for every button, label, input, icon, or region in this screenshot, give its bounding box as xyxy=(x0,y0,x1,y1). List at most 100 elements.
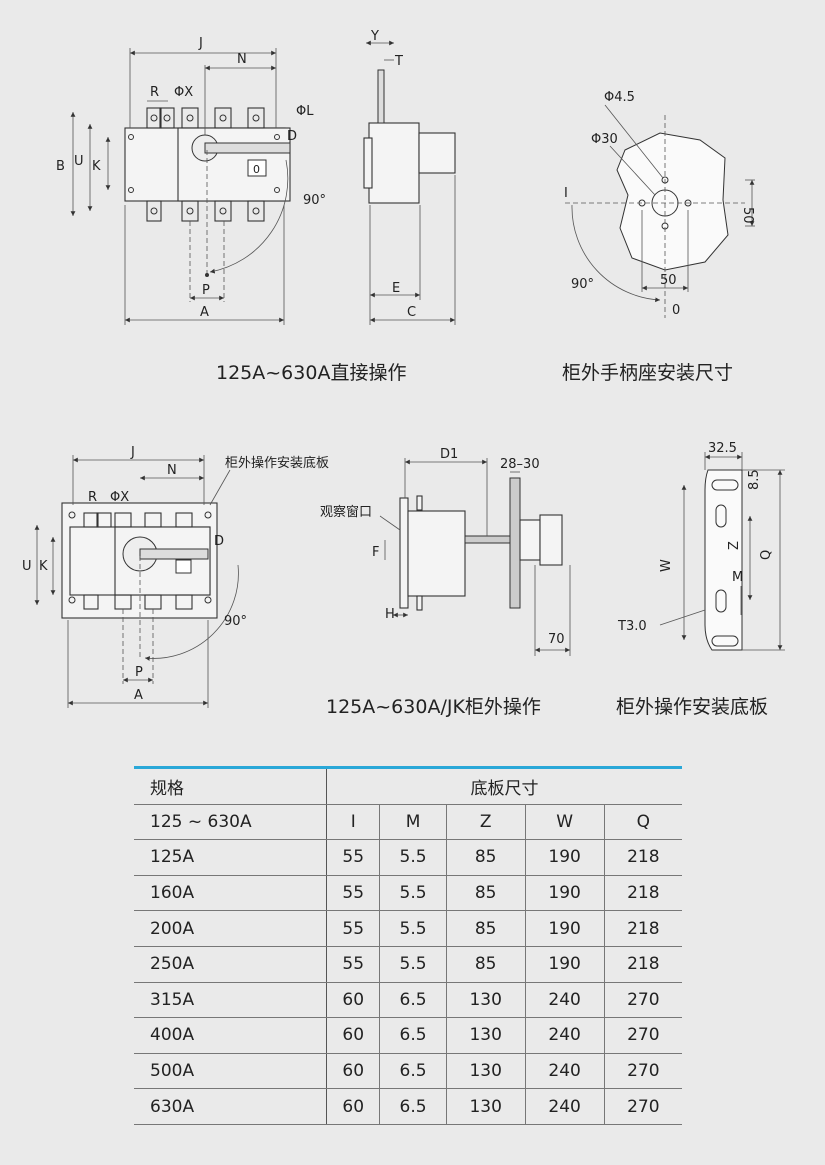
row-value: 55 xyxy=(325,910,380,947)
row-value: 5.5 xyxy=(379,875,447,912)
dim-A: A xyxy=(200,305,209,320)
dim-Z: Z xyxy=(727,541,742,550)
dim-W: W xyxy=(659,559,674,572)
angle-90-base: 90° xyxy=(571,277,594,292)
row-spec: 160A xyxy=(134,875,327,912)
row-value: 218 xyxy=(603,839,682,876)
dim-N: N xyxy=(237,52,247,67)
row-value: 218 xyxy=(603,875,682,912)
table-subheader-row: 125 ~ 630A I M Z W Q xyxy=(134,804,682,841)
dim-phiL: ΦL xyxy=(296,104,314,119)
mark-I: I xyxy=(564,186,568,201)
dim-C: C xyxy=(407,305,416,320)
row-value: 270 xyxy=(603,1017,682,1054)
label-ext-plate: 柜外操作安装底板 xyxy=(225,455,329,471)
row-value: 190 xyxy=(524,910,605,947)
dim-R: R xyxy=(150,85,159,100)
row-spec: 125A xyxy=(134,839,327,876)
mark-0: 0 xyxy=(672,303,680,318)
dim-P: P xyxy=(202,283,210,298)
row-value: 6.5 xyxy=(379,982,447,1019)
dim-Q: Q xyxy=(759,550,774,560)
row-value: 60 xyxy=(325,1088,380,1125)
row-value: 130 xyxy=(445,1053,526,1090)
row-value: 190 xyxy=(524,946,605,983)
caption-base-plate: 柜外操作安装底板 xyxy=(616,696,769,718)
row-value: 5.5 xyxy=(379,946,447,983)
dim-28-30: 28–30 xyxy=(500,457,540,472)
col-I: I xyxy=(325,804,380,841)
row-value: 130 xyxy=(445,1017,526,1054)
caption-direct: 125A~630A直接操作 xyxy=(216,362,407,384)
dim-phiX-ext: ΦX xyxy=(110,490,129,505)
dim-D: D xyxy=(287,129,297,144)
dim-phi30: Φ30 xyxy=(591,132,618,147)
dim-E: E xyxy=(392,281,400,296)
row-value: 55 xyxy=(325,946,380,983)
row-value: 190 xyxy=(524,839,605,876)
side-view-direct: Y T E C xyxy=(363,29,456,325)
row-value: 270 xyxy=(603,1088,682,1125)
caption-handle-base: 柜外手柄座安装尺寸 xyxy=(562,362,734,384)
technical-drawings: 0 J N R ΦX ΦL B U K D 90° P A xyxy=(22,29,785,708)
row-value: 60 xyxy=(325,982,380,1019)
row-value: 130 xyxy=(445,982,526,1019)
row-value: 5.5 xyxy=(379,910,447,947)
dim-50-vertical: 50 xyxy=(740,207,755,224)
dim-70: 70 xyxy=(548,632,565,647)
row-value: 190 xyxy=(524,875,605,912)
row-value: 6.5 xyxy=(379,1088,447,1125)
angle-90: 90° xyxy=(303,193,326,208)
dim-P-ext: P xyxy=(135,665,143,680)
row-value: 60 xyxy=(325,1053,380,1090)
dim-R-ext: R xyxy=(88,490,97,505)
dim-J-ext: J xyxy=(130,445,135,460)
row-value: 6.5 xyxy=(379,1053,447,1090)
row-value: 6.5 xyxy=(379,1017,447,1054)
front-view-external: J N R ΦX U K D 90° P A 柜外操作安装底板 xyxy=(22,445,329,708)
row-value: 55 xyxy=(325,875,380,912)
col-Z: Z xyxy=(445,804,526,841)
dim-8-5: 8.5 xyxy=(747,469,762,490)
dim-phi45: Φ4.5 xyxy=(604,90,635,105)
dim-F: F xyxy=(372,545,379,560)
dim-U: U xyxy=(74,154,84,169)
dim-U-ext: U xyxy=(22,559,32,574)
base-plate-view: 32.5 8.5 W Z M Q T3.0 xyxy=(617,441,785,651)
dim-M: M xyxy=(732,570,743,585)
label-window: 观察窗口 xyxy=(320,504,372,520)
row-value: 85 xyxy=(445,910,526,947)
row-value: 240 xyxy=(524,1053,605,1090)
dim-32-5: 32.5 xyxy=(708,441,737,456)
row-value: 60 xyxy=(325,1017,380,1054)
dim-T: T xyxy=(394,54,403,69)
dim-T3: T3.0 xyxy=(617,619,647,634)
dim-J: J xyxy=(198,36,203,51)
row-value: 5.5 xyxy=(379,839,447,876)
caption-external: 125A~630A/JK柜外操作 xyxy=(326,696,541,718)
row-value: 85 xyxy=(445,839,526,876)
dim-D1: D1 xyxy=(440,447,458,462)
row-value: 240 xyxy=(524,1017,605,1054)
table-header-row: 规格 底板尺寸 xyxy=(134,767,682,805)
dim-50-horizontal: 50 xyxy=(660,273,677,288)
header-base-dims: 底板尺寸 xyxy=(326,767,682,805)
angle-90-ext: 90° xyxy=(224,614,247,629)
row-value: 218 xyxy=(603,910,682,947)
front-view-direct: 0 J N R ΦX ΦL B U K D 90° P A xyxy=(56,36,326,325)
row-value: 270 xyxy=(603,982,682,1019)
subheader-range: 125 ~ 630A xyxy=(134,804,327,841)
dim-Y: Y xyxy=(370,29,379,44)
row-value: 218 xyxy=(603,946,682,983)
row-spec: 200A xyxy=(134,910,327,947)
dim-A-ext: A xyxy=(134,688,143,703)
row-value: 85 xyxy=(445,875,526,912)
